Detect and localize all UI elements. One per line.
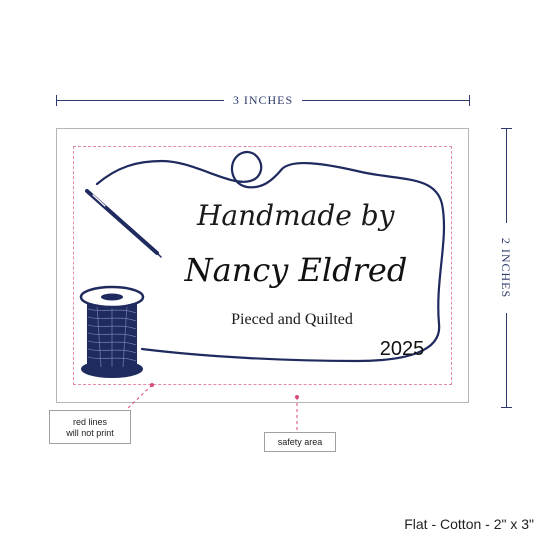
safety-area-outline [73, 146, 452, 385]
width-dimension: 3 INCHES [56, 92, 470, 108]
heading-text: Handmade by [197, 199, 395, 232]
thread-border-icon [95, 150, 446, 363]
red-lines-note: red lines will not print [49, 410, 131, 444]
label-artwork [79, 150, 446, 378]
width-dimension-label: 3 INCHES [232, 93, 294, 107]
safety-area-note: safety area [264, 432, 336, 452]
label-preview: Handmade by Nancy Eldred Pieced and Quil… [56, 128, 469, 403]
needle-icon [85, 189, 162, 258]
width-dimension-tick-right [469, 95, 470, 106]
height-dimension: 2 INCHES [498, 128, 514, 408]
width-dimension-line-left [56, 100, 224, 101]
height-dimension-tick-bottom [501, 407, 512, 408]
subtitle-text: Pieced and Quilted [231, 311, 353, 328]
year-text: 2025 [379, 338, 425, 360]
height-dimension-line-top [506, 128, 507, 223]
width-dimension-line-right [302, 100, 470, 101]
product-caption: Flat - Cotton - 2" x 3" [404, 516, 534, 532]
thread-spool-icon [79, 285, 145, 378]
height-dimension-line-bottom [506, 313, 507, 408]
height-dimension-label: 2 INCHES [499, 237, 513, 299]
maker-name: Nancy Eldred [184, 251, 408, 289]
